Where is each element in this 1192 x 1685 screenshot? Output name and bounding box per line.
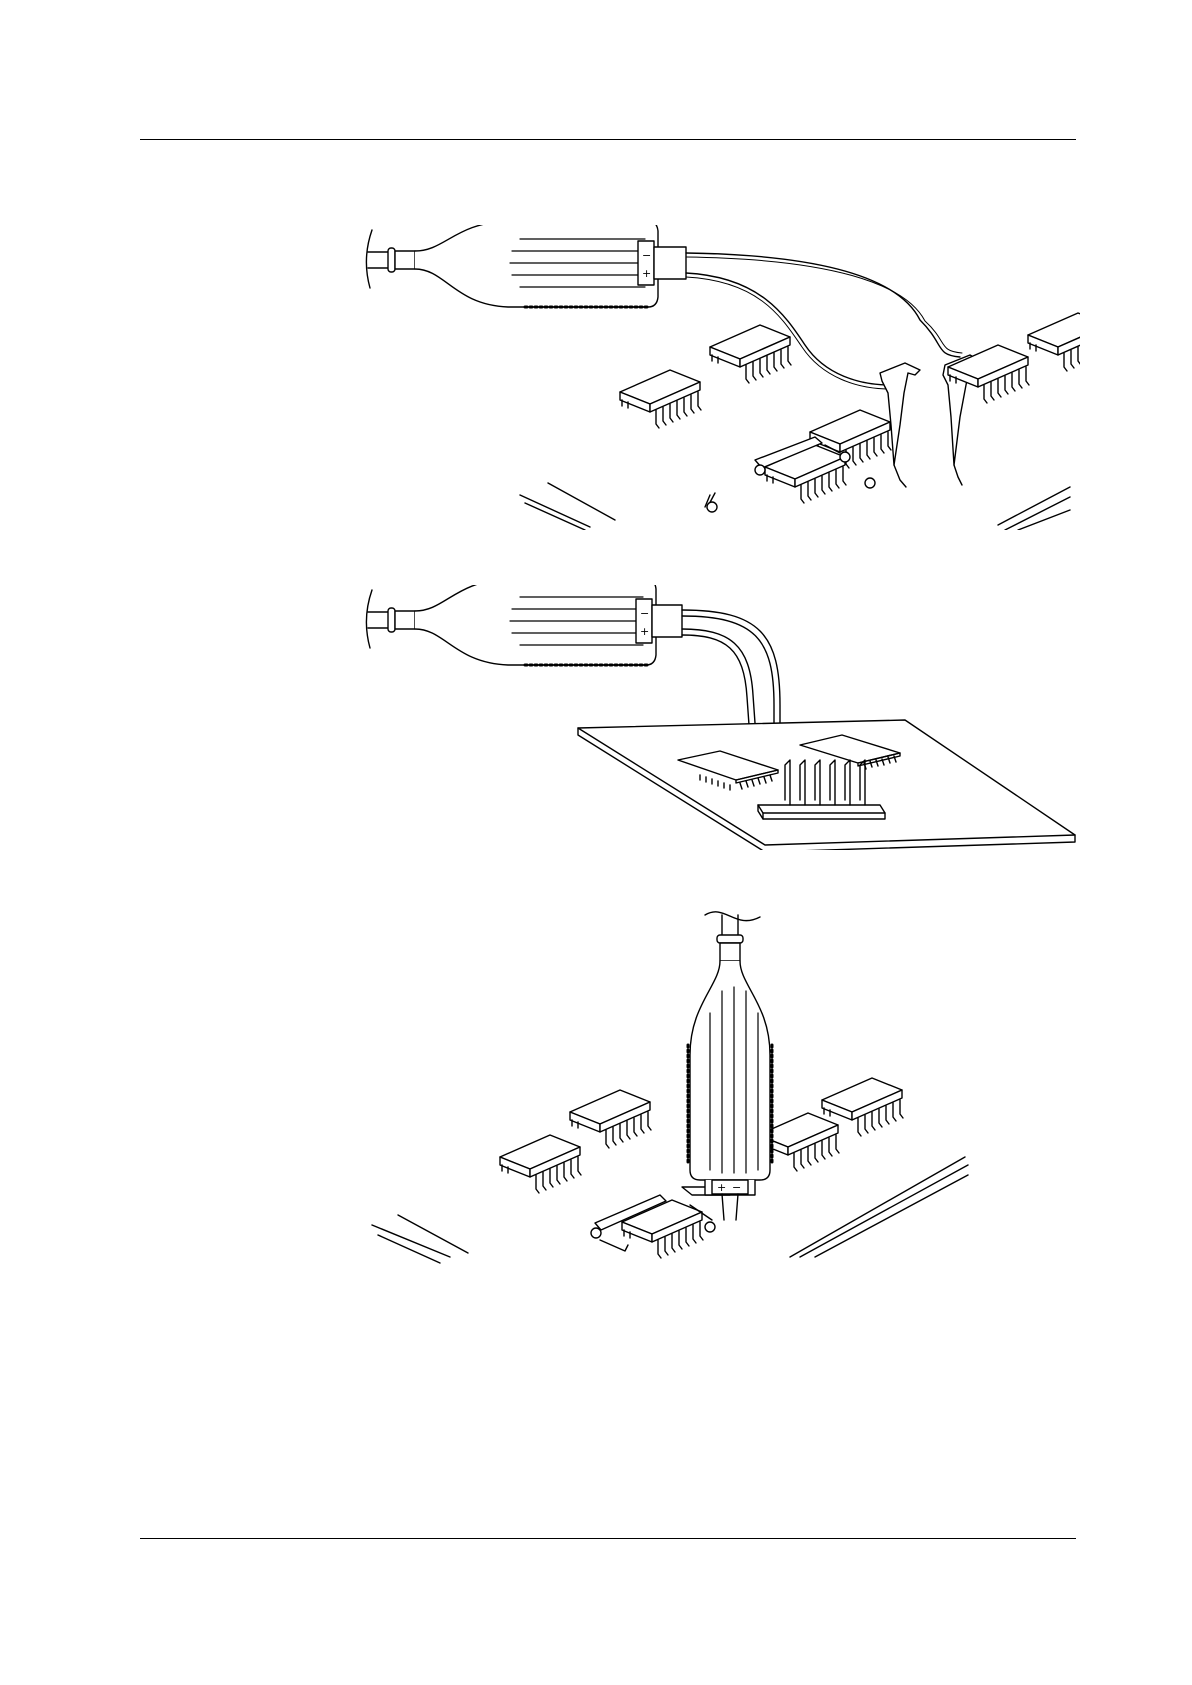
- cable-break-mark: [366, 230, 372, 288]
- footer-rule: [140, 1538, 1076, 1539]
- figure-probe-direct-contact: + −: [360, 895, 1080, 1270]
- figure-probe-with-hook-clips: − +: [360, 225, 1080, 530]
- figure-probe-on-pin-header: − +: [360, 585, 1080, 850]
- differential-probe-icon: − +: [415, 225, 686, 307]
- probe-positive-label: +: [642, 267, 651, 280]
- differential-probe-icon: − +: [415, 585, 682, 665]
- circuit-board-icon: [520, 483, 1070, 530]
- probe-positive-label: +: [640, 625, 649, 638]
- differential-probe-icon: + −: [688, 912, 772, 1220]
- probe-negative-label: −: [642, 249, 651, 262]
- probe-positive-label: +: [717, 1181, 726, 1194]
- ic-chip-icon: [620, 313, 1080, 503]
- probe-negative-label: −: [732, 1181, 741, 1194]
- probe-negative-label: −: [640, 607, 649, 620]
- cable-break-mark: [366, 590, 372, 648]
- header-rule: [140, 139, 1076, 140]
- cable-break-mark: [705, 912, 760, 921]
